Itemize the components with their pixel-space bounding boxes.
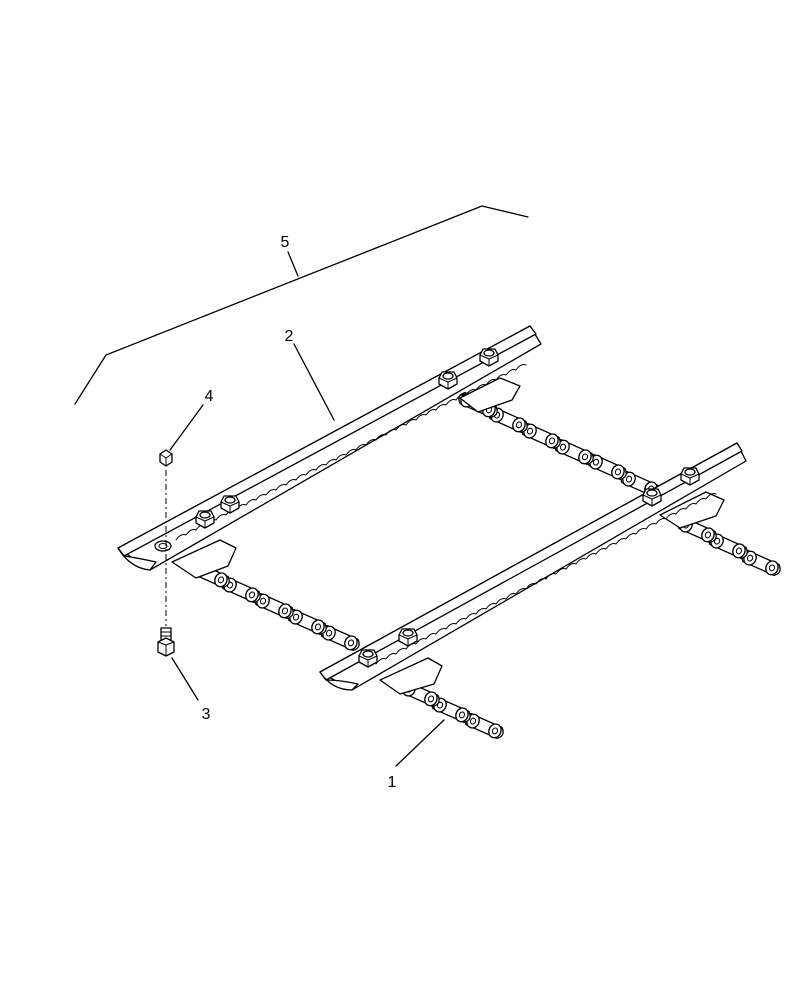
callout-4: 4	[205, 388, 214, 405]
callout-3: 3	[202, 706, 211, 723]
nut-part-4	[159, 449, 173, 467]
slat-upper	[117, 325, 542, 571]
leader-line-4	[169, 404, 204, 451]
callout-1: 1	[388, 774, 397, 791]
leader-line-1	[395, 719, 445, 767]
chain-lower	[379, 657, 507, 742]
chain-back	[455, 377, 663, 500]
chain-right-end	[659, 491, 784, 579]
leader-line-2	[293, 343, 335, 421]
chain-front	[171, 539, 363, 654]
slat-lower	[319, 442, 747, 691]
callout-2: 2	[285, 328, 294, 345]
assembly-bracket-5	[74, 205, 529, 405]
leader-line-3	[171, 657, 199, 701]
bolt-part-3	[157, 627, 175, 657]
callout-5: 5	[281, 234, 290, 251]
